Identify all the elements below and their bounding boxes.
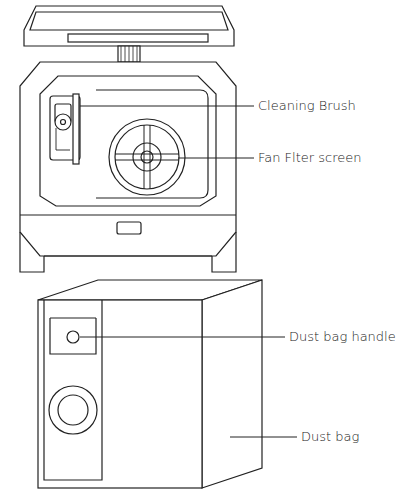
base-station xyxy=(20,6,236,272)
leader-line xyxy=(80,337,285,338)
part-label: Dust bag xyxy=(301,429,359,445)
dust-bag xyxy=(38,280,262,488)
leader-line xyxy=(230,437,297,438)
leader-line xyxy=(80,106,254,107)
part-label: Fan Flter screen xyxy=(258,150,362,166)
part-label: Cleaning Brush xyxy=(258,98,356,114)
part-label: Dust bag handle xyxy=(289,329,396,345)
leader-line xyxy=(178,158,254,159)
